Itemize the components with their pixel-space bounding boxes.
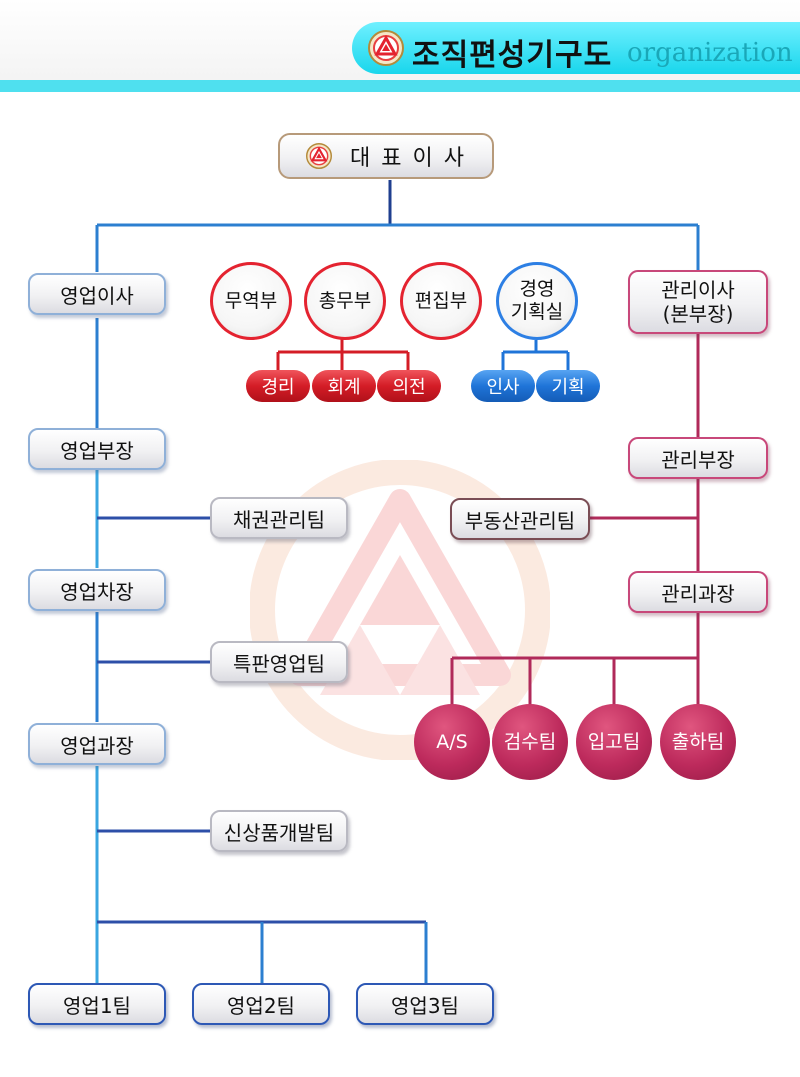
new-product-team-box: 신상품개발팀 — [210, 810, 348, 852]
planning-office-line2: 기획실 — [510, 301, 564, 323]
accounting-pill: 경리 — [246, 370, 310, 402]
admin-director-line1: 관리이사 — [661, 278, 735, 302]
shipping-team-circle: 출하팀 — [660, 704, 736, 780]
header-stripe — [0, 80, 800, 92]
page-subtitle: organization — [627, 38, 793, 68]
credit-team-box: 채권관리팀 — [210, 497, 348, 539]
editing-dept-circle: 편집부 — [400, 262, 482, 340]
admin-section-chief-box: 관리과장 — [628, 571, 768, 613]
admin-director-line2: (본부장) — [662, 302, 734, 326]
realestate-team-box: 부동산관리팀 — [450, 498, 590, 540]
special-sales-team-box: 특판영업팀 — [210, 641, 348, 683]
sales-team1-box: 영업1팀 — [28, 983, 166, 1025]
planning-office-line1: 경영 — [519, 278, 555, 301]
hr-pill: 인사 — [471, 370, 535, 402]
admin-manager-box: 관리부장 — [628, 437, 768, 479]
ceo-box: 대 표 이 사 — [278, 133, 494, 179]
inspection-team-circle: 검수팀 — [492, 704, 568, 780]
watermark-logo-icon — [250, 460, 550, 760]
sales-director-box: 영업이사 — [28, 273, 166, 315]
finance-pill: 회계 — [312, 370, 376, 402]
title-tab — [352, 22, 800, 74]
as-team-circle: A/S — [414, 704, 490, 780]
page-title: 조직편성기구도 — [412, 38, 613, 73]
sales-team3-box: 영업3팀 — [356, 983, 494, 1025]
plan-pill: 기획 — [536, 370, 600, 402]
ceo-label: 대 표 이 사 — [350, 146, 466, 171]
planning-office-circle: 경영 기획실 — [496, 262, 578, 340]
sales-section-chief-box: 영업과장 — [28, 723, 166, 765]
sales-deputy-box: 영업차장 — [28, 569, 166, 611]
general-affairs-dept-circle: 총무부 — [304, 262, 386, 340]
sales-manager-box: 영업부장 — [28, 428, 166, 470]
company-logo-icon — [306, 143, 333, 169]
trade-dept-circle: 무역부 — [210, 262, 292, 340]
admin-director-box: 관리이사 (본부장) — [628, 270, 768, 334]
receiving-team-circle: 입고팀 — [576, 704, 652, 780]
company-logo-icon — [368, 30, 404, 66]
sales-team2-box: 영업2팀 — [192, 983, 330, 1025]
protocol-pill: 의전 — [377, 370, 441, 402]
